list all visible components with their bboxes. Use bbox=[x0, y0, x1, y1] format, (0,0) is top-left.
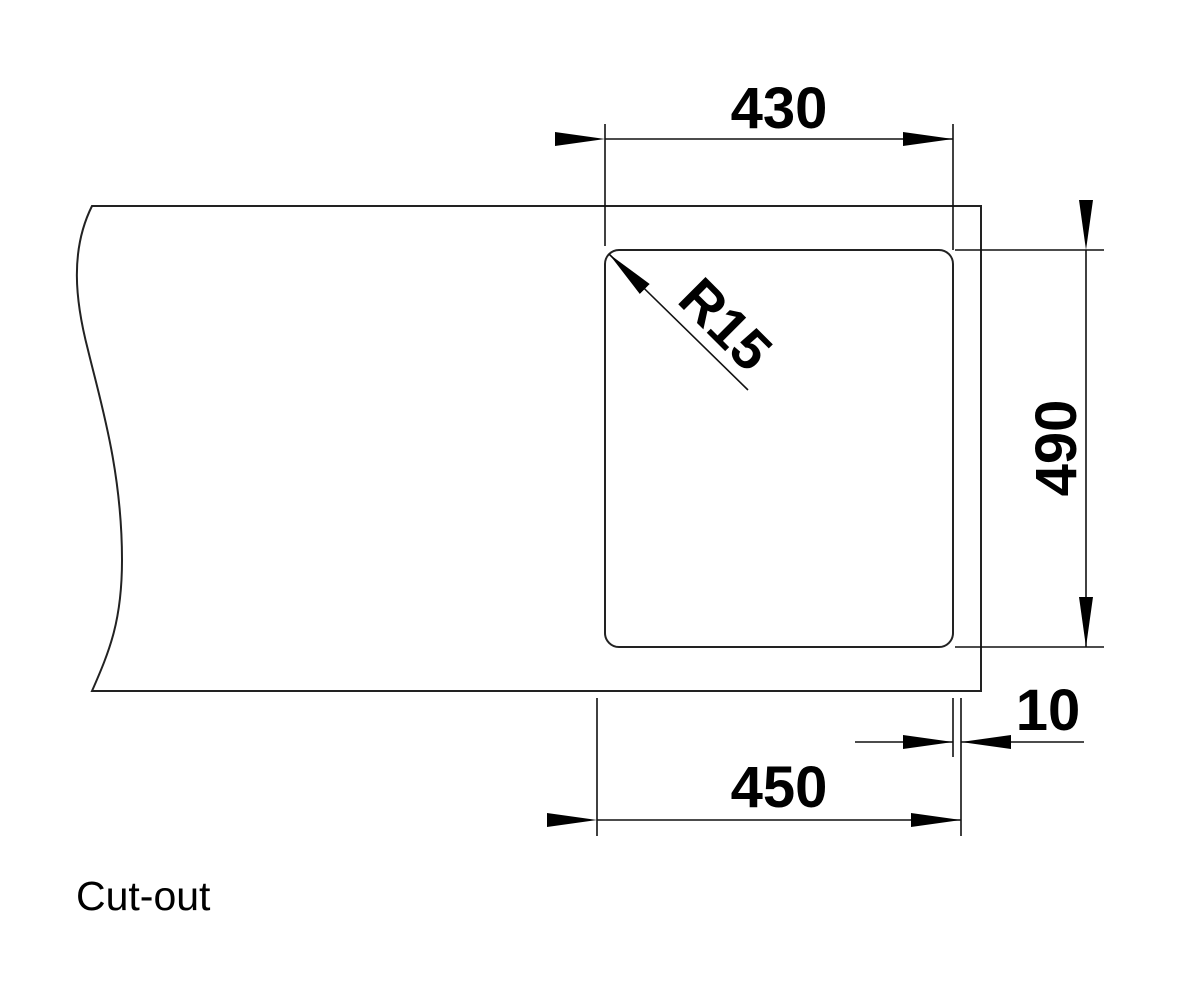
dimension-10: 10 bbox=[855, 678, 1084, 757]
dimension-r15: R15 bbox=[608, 253, 784, 391]
dimension-label-490: 490 bbox=[1024, 400, 1089, 497]
cutout-rect bbox=[604, 249, 954, 648]
dimension-label-450: 450 bbox=[731, 755, 828, 820]
dimension-label-r15: R15 bbox=[667, 266, 784, 383]
dimension-450: 450 bbox=[547, 698, 962, 836]
countertop-outline bbox=[75, 205, 982, 692]
dimension-490: 490 bbox=[955, 200, 1104, 648]
dimension-label-10: 10 bbox=[1016, 678, 1081, 743]
dimension-430: 430 bbox=[555, 76, 954, 250]
dimension-label-430: 430 bbox=[731, 76, 828, 141]
drawing-caption: Cut-out bbox=[76, 873, 211, 919]
